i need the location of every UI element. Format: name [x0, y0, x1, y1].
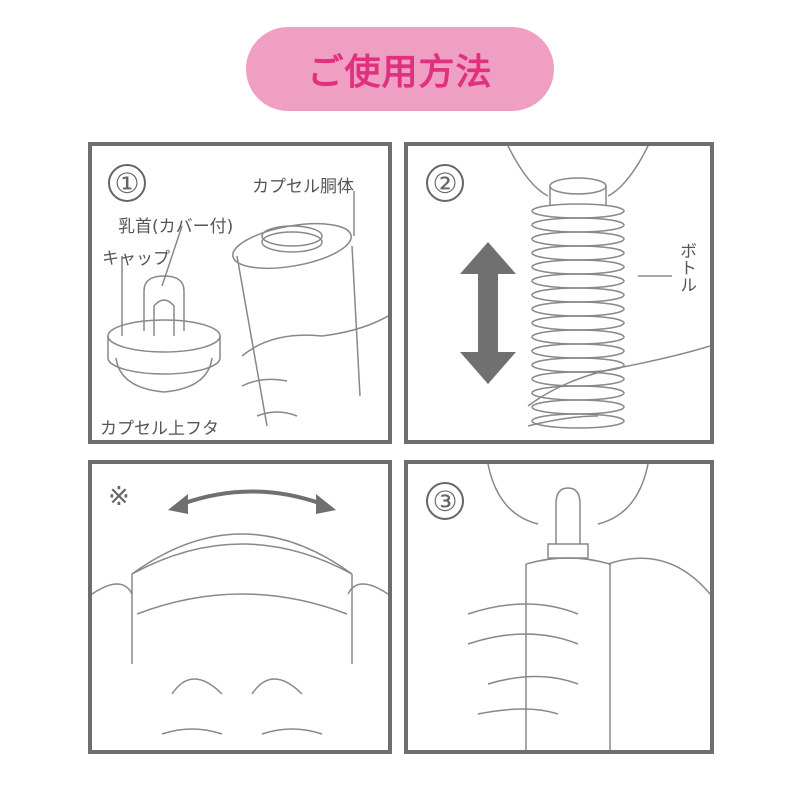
note-mark: ※: [108, 482, 130, 512]
bottle-rib: [531, 315, 625, 331]
double-arrow-vertical-icon: [460, 242, 516, 384]
bottle-rib: [531, 343, 625, 359]
page-title: ご使用方法: [307, 52, 493, 93]
capsule-parts-illustration: [107, 191, 388, 427]
bottle-rib: [531, 203, 625, 219]
label-cap: キャップ: [102, 249, 170, 269]
bottle-expand-illustration: [460, 146, 710, 429]
step-number: ①: [108, 164, 146, 202]
bottle-rib: [531, 413, 625, 429]
step-1-panel: ① カプセル胴体 乳首(カバー付) キャップ カプセル上フタ: [88, 142, 392, 444]
bottle-rib: [531, 385, 625, 401]
bottle-rib: [531, 217, 625, 233]
label-bottle: ボトル: [676, 242, 696, 293]
bottle-rib: [531, 399, 625, 415]
bottle-rib: [531, 259, 625, 275]
label-capsule-body: カプセル胴体: [252, 177, 354, 197]
bottle-rib: [531, 231, 625, 247]
step-3-panel: ③: [404, 460, 714, 754]
curved-double-arrow-icon: [168, 489, 336, 514]
bottle-rib: [531, 273, 625, 289]
step-number: ②: [426, 164, 464, 202]
label-capsule-lid: カプセル上フタ: [100, 419, 219, 439]
title-banner: ご使用方法: [246, 27, 554, 111]
step-number: ③: [426, 482, 464, 520]
step-2-panel: ② ボトル: [404, 142, 714, 444]
bottle-rib: [531, 329, 625, 345]
attach-cap-illustration: [467, 464, 710, 750]
label-nipple: 乳首(カバー付): [118, 217, 234, 237]
note-panel: ※: [88, 460, 392, 754]
bottle-rib: [531, 301, 625, 317]
bottle-rib: [531, 245, 625, 261]
bottle-bend-illustration: [92, 489, 388, 735]
bottle-rib: [531, 287, 625, 303]
